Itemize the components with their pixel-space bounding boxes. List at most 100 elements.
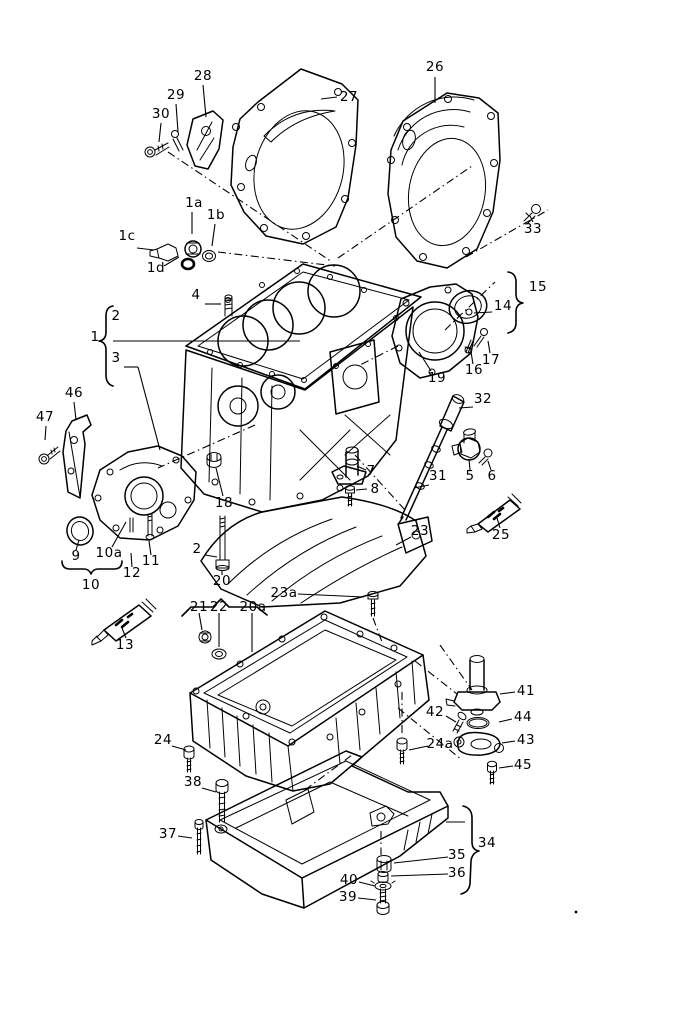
dipstick-funnel-32 — [438, 394, 465, 432]
upper-oil-pan — [189, 610, 430, 792]
leader-line — [211, 223, 216, 247]
leader-line — [177, 835, 193, 839]
support-bracket-28 — [186, 110, 224, 170]
leader-line — [320, 96, 338, 100]
leader-line — [297, 593, 365, 598]
part-label-2b: 2 — [192, 541, 201, 557]
bolt-33 — [523, 204, 541, 225]
leader-line — [215, 467, 224, 497]
plug-21 — [198, 630, 212, 644]
part-label-41: 41 — [517, 683, 535, 699]
bolt-17 — [473, 328, 488, 348]
part-label-46: 46 — [65, 385, 83, 401]
part-label-1d: 1d — [147, 260, 165, 276]
leader-line — [496, 517, 501, 529]
strikethrough-bracket-21-22-20a — [181, 598, 268, 617]
part-label-7: 7 — [366, 463, 375, 479]
leader-line — [358, 881, 376, 887]
part-label-23a: 23a — [271, 585, 298, 601]
washer-40 — [370, 880, 396, 891]
part-label-31: 31 — [429, 468, 447, 484]
part-label-24a: 24a — [427, 736, 454, 752]
leader-line — [487, 340, 491, 354]
oil-level-sensor-41 — [445, 655, 501, 716]
bolt-8 — [345, 485, 355, 507]
assembly-axis-line — [304, 754, 353, 791]
leader-line — [395, 536, 412, 546]
leader-line — [175, 103, 179, 133]
crankshaft-seal-14 — [448, 289, 488, 325]
leader-line — [501, 740, 516, 744]
assembly-axis-line — [444, 281, 496, 331]
oil-pump-cover-10a — [91, 445, 197, 541]
part-label-47: 47 — [36, 409, 54, 425]
part-label-45: 45 — [514, 757, 532, 773]
part-label-42: 42 — [426, 704, 444, 720]
group-bracket-10 — [61, 560, 123, 575]
front-sealing-gasket-27 — [230, 68, 359, 245]
part-label-1a: 1a — [185, 195, 203, 211]
part-label-24: 24 — [154, 732, 172, 748]
part-label-10a: 10a — [96, 545, 123, 561]
part-label-34: 34 — [478, 835, 496, 851]
leader-lines — [44, 77, 534, 901]
assembly-axis-line — [439, 644, 473, 691]
leader-line — [201, 787, 217, 793]
leader-line — [202, 84, 207, 118]
part-number-labels: 2829302726331a1b1c1d42131514171619324647… — [36, 59, 547, 905]
leader-line — [111, 521, 127, 548]
part-label-15: 15 — [529, 279, 547, 295]
stray-dot — [574, 910, 578, 914]
part-label-37: 37 — [159, 826, 177, 842]
leader-line — [148, 540, 152, 556]
part-label-33: 33 — [524, 221, 542, 237]
oil-baffle-23 — [200, 496, 433, 608]
assembly-axis-line — [372, 617, 383, 643]
leader-line — [75, 539, 80, 551]
screw-30 — [144, 142, 170, 158]
leader-line — [171, 745, 187, 751]
leader-line — [408, 745, 429, 751]
dipstick-tube-31 — [398, 426, 448, 524]
part-label-38: 38 — [184, 774, 202, 790]
part-label-27: 27 — [340, 89, 358, 105]
washer-22 — [211, 648, 227, 660]
leader-line — [136, 247, 155, 251]
part-label-26: 26 — [426, 59, 444, 75]
assembly-axis-lines — [157, 151, 549, 855]
leader-line — [163, 256, 180, 267]
drain-plug-35 — [376, 855, 392, 873]
leader-line — [529, 215, 534, 223]
part-label-32: 32 — [474, 391, 492, 407]
leader-line — [468, 458, 471, 471]
part-label-3: 3 — [111, 350, 120, 366]
nut-18 — [206, 452, 222, 468]
part-label-11: 11 — [142, 553, 160, 569]
stud-16 — [464, 339, 474, 354]
o-ring-44 — [466, 717, 490, 729]
sensor-flange-43 — [453, 731, 504, 756]
bolt-39 — [376, 888, 390, 915]
leader-line — [458, 406, 474, 409]
group-brace-34 — [460, 805, 480, 895]
sealing-plug-1c — [149, 243, 179, 262]
bolt-45 — [487, 760, 497, 785]
rear-sealing-gasket-26 — [387, 92, 501, 269]
bolt-47 — [38, 446, 61, 465]
bolt-24a — [396, 737, 408, 765]
part-label-1c: 1c — [118, 228, 135, 244]
bolt-23a — [367, 590, 379, 617]
part-label-30: 30 — [152, 106, 170, 122]
leader-line — [445, 715, 457, 723]
part-label-5: 5 — [465, 468, 474, 484]
leader-line — [198, 612, 203, 631]
part-label-20a: 20a — [240, 599, 267, 615]
part-label-17: 17 — [482, 352, 500, 368]
part-drawings — [38, 68, 578, 915]
leader-line — [44, 425, 47, 441]
seal-ring-1b — [202, 250, 216, 262]
bolt-6 — [478, 448, 493, 466]
bolt-42 — [452, 711, 467, 734]
part-label-4: 4 — [191, 287, 200, 303]
